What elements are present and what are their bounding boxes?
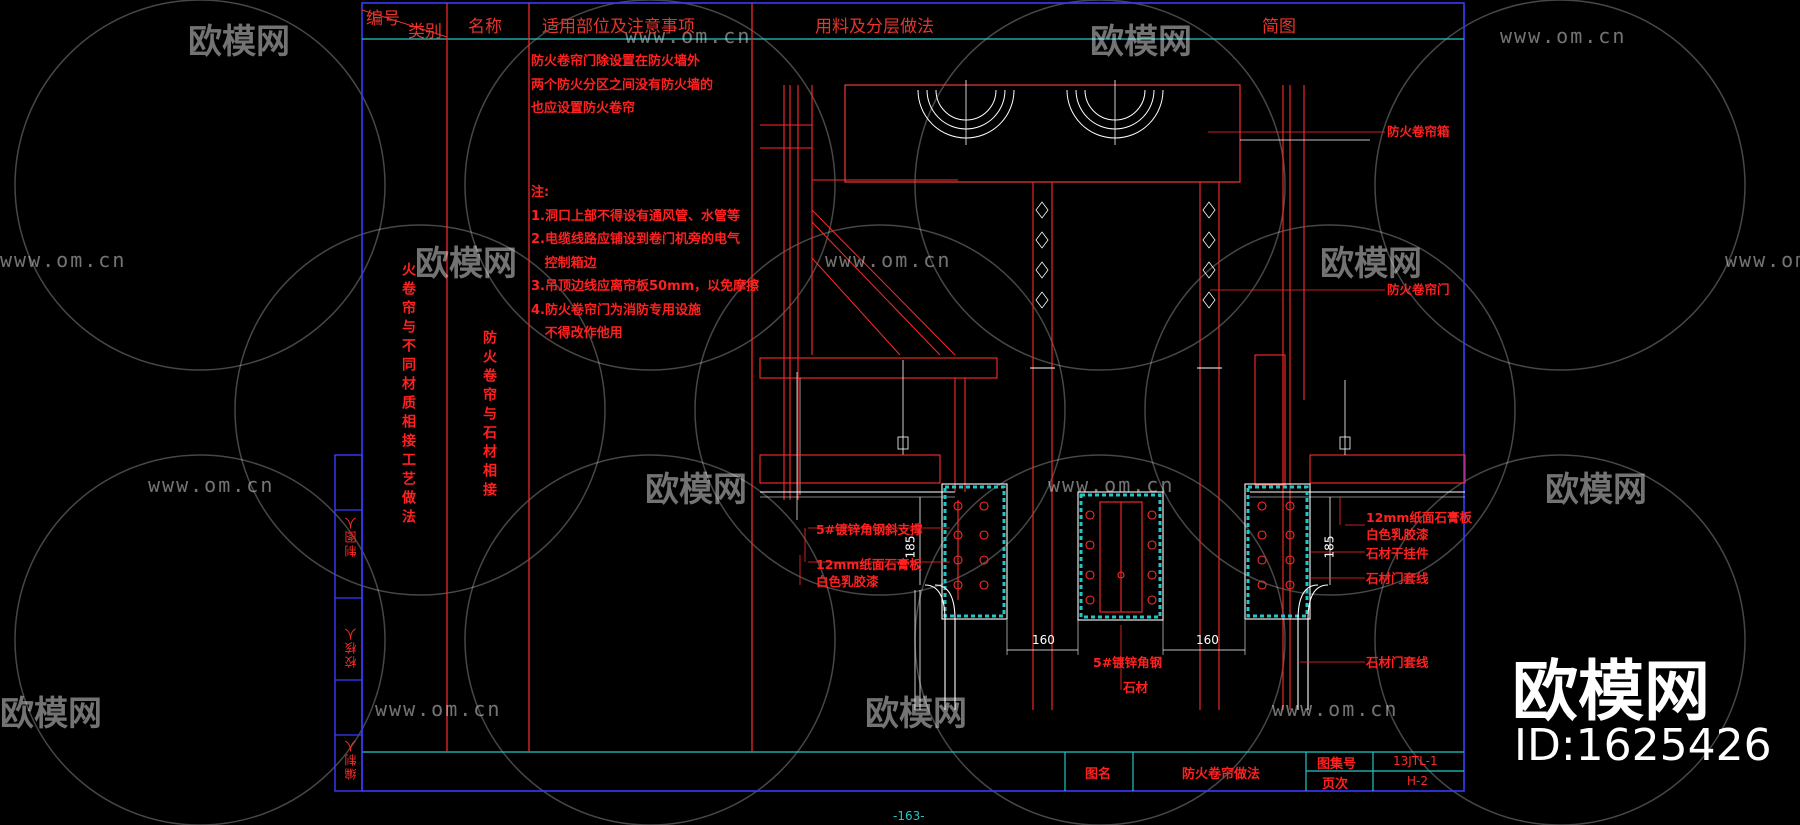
watermark-url: www.om.cn <box>375 697 502 721</box>
watermark-logo: 欧模网 <box>1320 244 1422 284</box>
annotation-left-brace: 5#镀锌角钢斜支撑 <box>816 522 923 537</box>
annotation-left-board: 12mm纸面石膏板 白色乳胶漆 <box>816 556 922 590</box>
brand-logo: 欧模网 <box>1512 653 1710 730</box>
watermark-url: www.om.cn <box>1048 473 1175 497</box>
note-item: 3.吊顶边线应离帘板50mm，以免摩擦 <box>531 279 760 294</box>
watermark-url: www.om.cn <box>0 248 127 272</box>
note-item: 2.电缆线路应铺设到卷门机旁的电气 <box>531 232 740 247</box>
watermark-logo: 欧模网 <box>1090 22 1192 62</box>
signature-checked-by: 校核人 <box>344 626 358 668</box>
page-number: -163- <box>893 809 925 823</box>
title-block-page: H-2 <box>1407 774 1428 788</box>
watermark-url: www.om.cn <box>1500 24 1627 48</box>
annotation-right-board: 12mm纸面石膏板 白色乳胶漆 <box>1366 509 1472 543</box>
watermark-url: www.om.cn <box>825 248 952 272</box>
annotation-steel-angle: 5#镀锌角钢 <box>1093 655 1163 670</box>
header-scope: 适用部位及注意事项 <box>542 17 695 37</box>
watermark-logo: 欧模网 <box>0 694 102 734</box>
signature-compiled-by: 编制人 <box>344 738 358 780</box>
annotation-left-board-line: 12mm纸面石膏板 <box>816 557 922 572</box>
note-item: 4.防火卷帘门为消防专用设施 <box>531 302 701 318</box>
watermark-logo: 欧模网 <box>415 244 517 284</box>
brand-id: ID:1625426 <box>1514 720 1772 771</box>
annotation-stone-casing: 石材门套线 <box>1366 655 1429 670</box>
watermark-url: www.om.cn <box>1725 248 1800 272</box>
annotation-right-board-line: 12mm纸面石膏板 <box>1366 510 1472 525</box>
dimension-185-left: 185 <box>903 535 918 559</box>
annotation-shutter-door: 防火卷帘门 <box>1387 282 1450 297</box>
header-diagram: 简图 <box>1262 17 1296 37</box>
annotation-shutter-box: 防火卷帘箱 <box>1387 124 1450 139</box>
note-intro-line: 防火卷帘门除设置在防火墙外 <box>531 54 701 69</box>
watermark-url: www.om.cn <box>625 24 752 48</box>
watermark-logo: 欧模网 <box>865 694 967 734</box>
header-name: 名称 <box>468 17 502 37</box>
annotation-right-board-line: 白色乳胶漆 <box>1366 527 1429 542</box>
annotation-left-board-line: 白色乳胶漆 <box>816 574 879 589</box>
notes-list: 注: 1.洞口上部不得设有通风管、水管等 2.电缆线路应铺设到卷门机旁的电气 控… <box>531 181 759 346</box>
category-text: 火卷帘与不同材质相接工艺做法 <box>400 262 416 528</box>
name-text: 防火卷帘与石材相接 <box>481 330 497 501</box>
title-block-page-label: 页次 <box>1322 777 1349 792</box>
watermark-logo: 欧模网 <box>645 470 747 510</box>
header-method: 用料及分层做法 <box>815 17 934 37</box>
watermark-logo: 欧模网 <box>188 22 290 62</box>
annotation-stone-casing: 石材门套线 <box>1366 571 1429 586</box>
dimension-185-right: 185 <box>1322 535 1337 559</box>
watermark-url: www.om.cn <box>148 473 275 497</box>
note-intro-line: 也应设置防火卷帘 <box>531 101 636 116</box>
title-block-set-no: 13JTL-1 <box>1393 754 1438 768</box>
watermark-logo: 欧模网 <box>1545 470 1647 510</box>
scope-notes: 防火卷帘门除设置在防火墙外 两个防火分区之间没有防火墙的 也应设置防火卷帘 <box>531 50 713 121</box>
annotation-stone-hanger: 石材干挂件 <box>1366 546 1429 561</box>
dimension-160-left: 160 <box>1032 633 1055 647</box>
note-item: 不得改作他用 <box>531 326 623 341</box>
title-block-drawing-name: 防火卷帘做法 <box>1182 767 1261 782</box>
detail-drawing <box>759 80 1466 710</box>
header-number: 编号 <box>366 9 400 29</box>
annotation-stone: 石材 <box>1123 680 1149 695</box>
watermark-url: www.om.cn <box>1272 697 1399 721</box>
header-category: 类别 <box>408 22 442 42</box>
dimension-160-right: 160 <box>1196 633 1219 647</box>
note-item: 控制箱边 <box>531 255 597 271</box>
title-block-name-label: 图名 <box>1085 767 1112 782</box>
note-intro-line: 两个防火分区之间没有防火墙的 <box>531 77 714 93</box>
sheet-frame <box>334 2 1465 792</box>
signature-drawn-by: 制图人 <box>344 515 358 557</box>
notes-title: 注: <box>531 185 550 200</box>
note-item: 1.洞口上部不得设有通风管、水管等 <box>531 208 740 224</box>
title-block-set-label: 图集号 <box>1317 757 1357 772</box>
